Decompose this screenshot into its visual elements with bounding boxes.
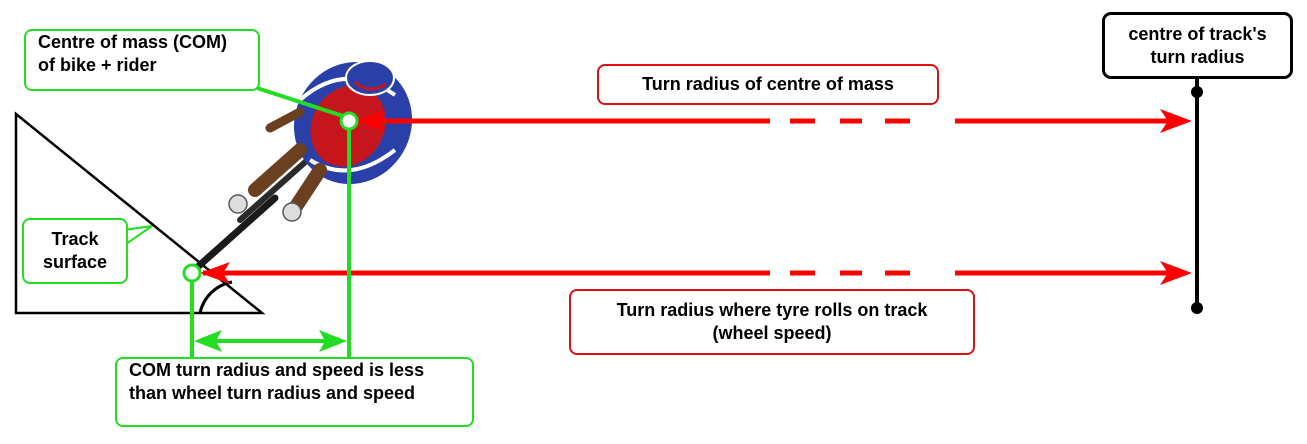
com-point xyxy=(339,111,359,131)
com-label-line1: Centre of mass (COM) xyxy=(38,32,228,52)
track-centre-axis xyxy=(1191,79,1203,314)
track-surface-label-line2: surface xyxy=(42,252,108,272)
com-label: Centre of mass (COM) of bike + rider xyxy=(24,29,260,91)
tyre-contact-point xyxy=(182,263,202,283)
com-callout-pointer xyxy=(256,86,344,118)
track-centre-label-line1: centre of track's xyxy=(1128,23,1267,44)
com-label-line2: of bike + rider xyxy=(38,55,157,75)
track-surface-callout-pointer xyxy=(123,225,153,245)
track-surface-label-line1: Track xyxy=(51,229,99,249)
com-turn-radius-label: Turn radius of centre of mass xyxy=(597,64,939,105)
tyre-turn-radius-arrow xyxy=(200,261,1192,285)
radius-difference-arrow xyxy=(194,330,347,352)
tyre-turn-radius-label: Turn radius where tyre rolls on track (w… xyxy=(569,289,975,355)
track-centre-label: centre of track's turn radius xyxy=(1102,12,1293,79)
com-turn-radius-arrow xyxy=(355,109,1192,133)
comparison-label: COM turn radius and speed is less than w… xyxy=(115,357,474,427)
track-surface-label: Track surface xyxy=(22,218,128,284)
com-turn-radius-label-text: Turn radius of centre of mass xyxy=(642,74,894,94)
tyre-turn-radius-label-line2: (wheel speed) xyxy=(712,323,832,343)
track-centre-label-line2: turn radius xyxy=(1150,46,1245,67)
comparison-label-line2: than wheel turn radius and speed xyxy=(129,383,416,403)
comparison-label-line1: COM turn radius and speed is less xyxy=(129,360,425,380)
tyre-turn-radius-label-line1: Turn radius where tyre rolls on track xyxy=(616,300,928,320)
